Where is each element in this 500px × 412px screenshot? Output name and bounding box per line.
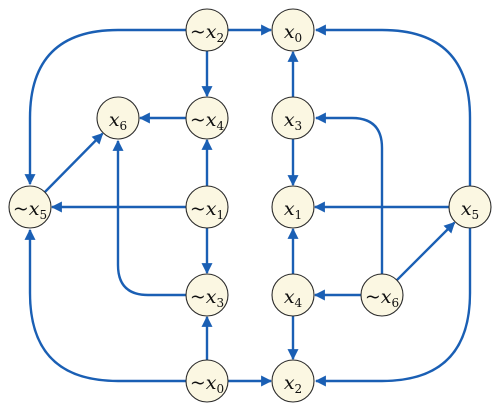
node-label: x1 xyxy=(284,198,302,222)
node-label: x5 xyxy=(461,198,479,222)
node-label: ~x3 xyxy=(190,286,224,310)
variable-subscript: 1 xyxy=(217,208,225,222)
variable-name: x xyxy=(206,372,217,394)
node-label: ~x6 xyxy=(365,286,399,310)
edge-nx5-to-x6 xyxy=(43,132,104,193)
node-circle xyxy=(271,185,315,229)
node-label: ~x5 xyxy=(13,198,47,222)
variable-name: x xyxy=(381,286,392,308)
node-circle xyxy=(448,185,492,229)
node-nx6: ~x6 xyxy=(360,273,404,317)
node-label: ~x2 xyxy=(190,21,224,45)
edge-nx6-to-x3 xyxy=(314,112,384,274)
negation-prefix: ~ xyxy=(190,109,206,131)
negation-prefix: ~ xyxy=(190,198,206,220)
node-label: x6 xyxy=(109,109,127,133)
variable-subscript: 6 xyxy=(392,296,400,310)
variable-subscript: 5 xyxy=(472,208,480,222)
edge-nx0-to-nx5 xyxy=(24,228,186,383)
negation-prefix: ~ xyxy=(190,372,206,394)
node-circle xyxy=(185,359,229,403)
node-label: x3 xyxy=(284,109,302,133)
variable-subscript: 3 xyxy=(217,296,225,310)
node-x2: x2 xyxy=(271,359,315,403)
node-x0: x0 xyxy=(271,8,315,52)
edge-x5-to-x0 xyxy=(314,24,472,186)
node-x4: x4 xyxy=(271,273,315,317)
variable-subscript: 0 xyxy=(295,31,303,45)
variable-subscript: 2 xyxy=(295,382,303,396)
node-circle xyxy=(185,8,229,52)
variable-subscript: 1 xyxy=(295,208,303,222)
variable-subscript: 2 xyxy=(217,31,225,45)
node-label: x4 xyxy=(284,286,303,310)
node-circle xyxy=(271,359,315,403)
node-circle xyxy=(271,273,315,317)
node-label: ~x1 xyxy=(190,198,224,222)
negation-prefix: ~ xyxy=(13,198,29,220)
variable-name: x xyxy=(284,109,295,131)
variable-subscript: 4 xyxy=(295,296,303,310)
variable-name: x xyxy=(206,286,217,308)
variable-name: x xyxy=(461,198,472,220)
node-label: ~x0 xyxy=(190,372,224,396)
node-circle xyxy=(185,273,229,317)
variable-name: x xyxy=(284,372,295,394)
node-circle xyxy=(185,185,229,229)
node-circle xyxy=(96,96,140,140)
node-circle xyxy=(360,273,404,317)
node-nx4: ~x4 xyxy=(185,96,229,140)
node-x1: x1 xyxy=(271,185,315,229)
node-x3: x3 xyxy=(271,96,315,140)
node-circle xyxy=(271,96,315,140)
variable-subscript: 3 xyxy=(295,119,303,133)
node-nx2: ~x2 xyxy=(185,8,229,52)
node-label: x2 xyxy=(284,372,302,396)
node-nx3: ~x3 xyxy=(185,273,229,317)
variable-name: x xyxy=(284,198,295,220)
negation-prefix: ~ xyxy=(190,21,206,43)
negation-prefix: ~ xyxy=(190,286,206,308)
variable-name: x xyxy=(284,286,295,308)
node-x5: x5 xyxy=(448,185,492,229)
variable-name: x xyxy=(29,198,40,220)
edge-nx3-to-x6 xyxy=(112,139,186,297)
variable-subscript: 5 xyxy=(40,208,48,222)
node-label: ~x4 xyxy=(190,109,225,133)
variable-subscript: 6 xyxy=(120,119,128,133)
variable-name: x xyxy=(206,21,217,43)
node-circle xyxy=(271,8,315,52)
node-nx1: ~x1 xyxy=(185,185,229,229)
edges-layer xyxy=(24,24,472,387)
node-circle xyxy=(185,96,229,140)
node-label: x0 xyxy=(284,21,302,45)
variable-name: x xyxy=(284,21,295,43)
edge-nx2-to-nx5 xyxy=(24,28,186,186)
node-nx5: ~x5 xyxy=(8,185,52,229)
variable-name: x xyxy=(109,109,120,131)
negation-prefix: ~ xyxy=(365,286,381,308)
variable-subscript: 0 xyxy=(217,382,225,396)
variable-subscript: 4 xyxy=(217,119,225,133)
edge-x5-to-x2 xyxy=(314,228,472,387)
variable-name: x xyxy=(206,109,217,131)
edge-nx6-to-x5 xyxy=(395,221,456,282)
node-circle xyxy=(8,185,52,229)
node-nx0: ~x0 xyxy=(185,359,229,403)
node-x6: x6 xyxy=(96,96,140,140)
variable-name: x xyxy=(206,198,217,220)
